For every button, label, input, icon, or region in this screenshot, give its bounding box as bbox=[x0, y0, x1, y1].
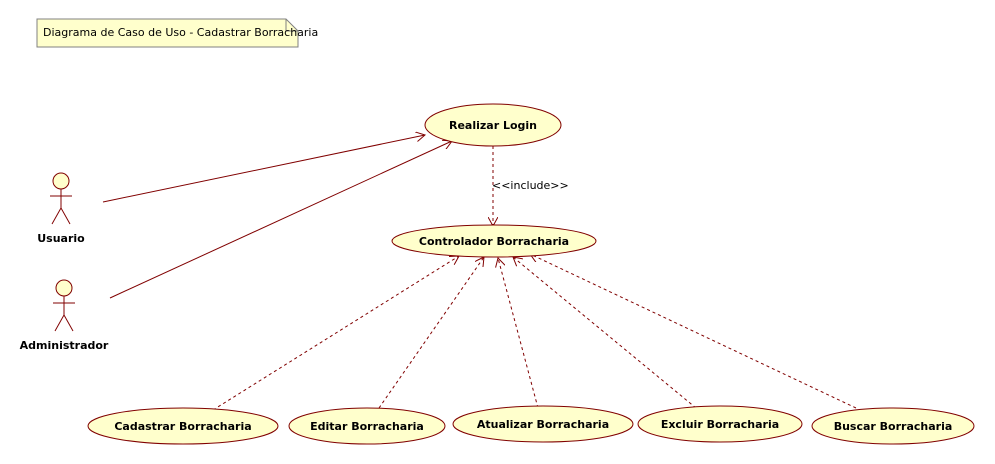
actor-administrador[interactable]: Administrador bbox=[20, 279, 109, 352]
use-case-cadastrar-borracharia[interactable]: Cadastrar Borracharia bbox=[87, 407, 279, 445]
dependency-atualizar bbox=[498, 258, 539, 409]
association-usuario-login bbox=[102, 135, 425, 203]
diagram-note: Diagrama de Caso de Uso - Cadastrar Borr… bbox=[36, 18, 318, 48]
use-case-excluir-borracharia[interactable]: Excluir Borracharia bbox=[637, 405, 803, 443]
dependency-excluir bbox=[513, 257, 697, 409]
dependency-cadastrar bbox=[212, 256, 459, 411]
use-case-label: Excluir Borracharia bbox=[661, 418, 779, 431]
note-text: Diagrama de Caso de Uso - Cadastrar Borr… bbox=[43, 26, 318, 39]
use-case-label: Realizar Login bbox=[449, 119, 537, 132]
use-case-realizar-login[interactable]: Realizar Login bbox=[424, 103, 562, 147]
actor-label: Administrador bbox=[20, 339, 109, 352]
dependency-editar bbox=[378, 257, 484, 409]
use-case-label: Controlador Borracharia bbox=[419, 235, 569, 248]
stick-figure-icon bbox=[50, 172, 72, 225]
include-label: <<include>> bbox=[492, 179, 569, 192]
note-shape bbox=[36, 18, 299, 48]
dependency-buscar bbox=[530, 254, 857, 409]
use-case-atualizar-borracharia[interactable]: Atualizar Borracharia bbox=[452, 405, 634, 443]
use-case-controlador-borracharia[interactable]: Controlador Borracharia bbox=[391, 224, 597, 258]
use-case-label: Atualizar Borracharia bbox=[477, 418, 609, 431]
use-case-editar-borracharia[interactable]: Editar Borracharia bbox=[288, 407, 446, 445]
use-case-label: Editar Borracharia bbox=[310, 420, 424, 433]
use-case-label: Buscar Borracharia bbox=[834, 420, 953, 433]
actor-label: Usuario bbox=[37, 232, 85, 245]
actor-usuario[interactable]: Usuario bbox=[37, 172, 85, 245]
stick-figure-icon bbox=[53, 279, 75, 332]
note-fold bbox=[285, 19, 298, 32]
use-case-label: Cadastrar Borracharia bbox=[114, 420, 251, 433]
use-case-buscar-borracharia[interactable]: Buscar Borracharia bbox=[811, 407, 975, 445]
association-administrador-login bbox=[109, 141, 452, 299]
